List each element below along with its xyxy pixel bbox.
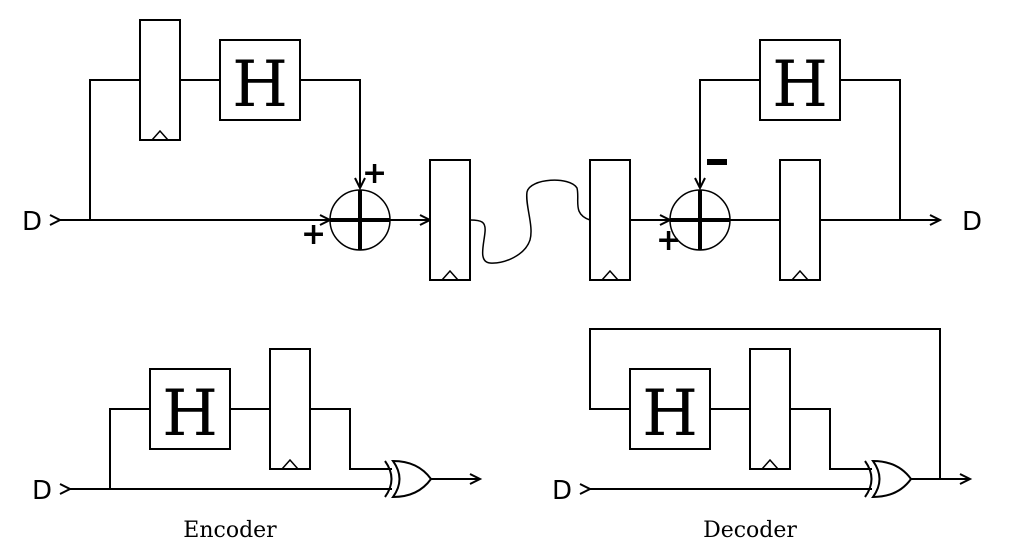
- wire: [699, 79, 760, 188]
- enc-xor-gate-icon: [384, 459, 433, 499]
- dec-h-label: H: [642, 377, 698, 451]
- top-enc-summer: [329, 189, 391, 251]
- top-enc-register: [139, 19, 181, 141]
- top-feedforward-wire: [89, 79, 140, 220]
- top-tx-register: [429, 159, 471, 281]
- enc-h-label: H: [162, 377, 218, 451]
- top-dec-sum-left-sign: +: [656, 223, 681, 258]
- enc-input-label: D: [32, 476, 52, 506]
- enc-h-block: [149, 368, 231, 450]
- dec-register: [749, 348, 791, 470]
- top-enc-h-block: [219, 39, 301, 121]
- wire: [310, 408, 392, 470]
- encoder-caption: Encoder: [183, 518, 277, 543]
- top-dec-sum-top-sign: [707, 159, 727, 165]
- channel-wire: [469, 179, 591, 264]
- top-dec-register: [779, 159, 821, 281]
- top-input-label: D: [22, 207, 42, 237]
- wire: [840, 79, 901, 220]
- enc-output-arrow-icon: [469, 473, 483, 485]
- dec-input-label: D: [552, 476, 572, 506]
- top-output-label: D: [962, 207, 982, 237]
- top-enc-sum-left-sign: +: [301, 217, 326, 252]
- top-output-arrow-icon: [929, 214, 943, 226]
- top-enc-sum-top-sign: +: [362, 156, 387, 191]
- clock-icon: [761, 458, 779, 470]
- dec-output-arrow-icon: [959, 473, 973, 485]
- wire: [300, 79, 361, 188]
- xor-encoder: D H Encoder: [32, 348, 483, 543]
- arrow-icon: [694, 177, 706, 191]
- enc-register: [269, 348, 311, 470]
- top-dec-summer: [669, 189, 731, 251]
- wire: [790, 408, 872, 470]
- decoder-caption: Decoder: [703, 518, 797, 543]
- clock-icon: [151, 129, 169, 141]
- clock-icon: [601, 269, 619, 281]
- top-dec-h-block: [759, 39, 841, 121]
- clock-icon: [441, 269, 459, 281]
- top-enc-h-label: H: [232, 48, 288, 122]
- wire: [109, 408, 150, 489]
- dec-xor-gate-icon: [864, 459, 913, 499]
- dec-h-block: [629, 368, 711, 450]
- top-encoder: D H + +: [22, 19, 471, 281]
- top-dec-h-label: H: [772, 48, 828, 122]
- clock-icon: [791, 269, 809, 281]
- clock-icon: [281, 458, 299, 470]
- top-decoder: + H D: [589, 39, 982, 281]
- dec-feedback-wire: [589, 328, 941, 479]
- arrow-icon: [354, 177, 366, 191]
- xor-decoder: D H Decoder: [552, 328, 973, 543]
- top-rx-register: [589, 159, 631, 281]
